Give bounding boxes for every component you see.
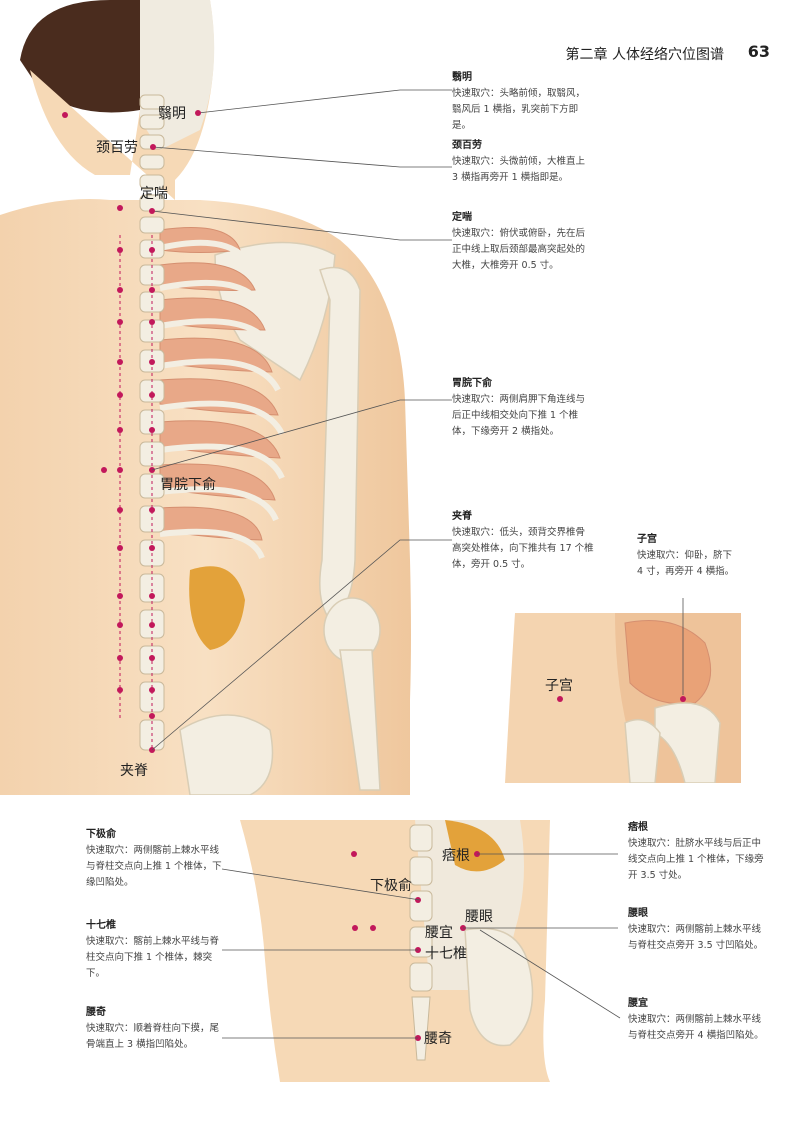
page-header: 第二章 人体经络穴位图谱 63 <box>520 40 770 66</box>
note-title: 十七椎 <box>86 920 116 931</box>
note-shiqizhui: 十七椎 快速取穴：髂前上棘水平线与脊柱交点向下推 1 个椎体，棘突下。 <box>86 918 226 982</box>
label-yaoqi: 腰奇 <box>424 1031 452 1047</box>
label-zigong: 子宫 <box>545 678 573 694</box>
note-text: 快速取穴：两侧肩胛下角连线与后正中线相交处向下推 1 个椎体，下缘旁开 2 横指… <box>452 394 586 437</box>
label-jiaji: 夹脊 <box>120 763 148 779</box>
page-number: 63 <box>747 42 770 61</box>
note-jingbailao: 颈百劳 快速取穴：头微前倾，大椎直上 3 横指再旁开 1 横指即是。 <box>452 138 592 186</box>
zigong-figure <box>505 613 741 783</box>
note-text: 快速取穴：两侧髂前上棘水平线与脊柱交点向上推 1 个椎体，下缘凹陷处。 <box>86 845 222 888</box>
note-xiajishu: 下极俞 快速取穴：两侧髂前上棘水平线与脊柱交点向上推 1 个椎体，下缘凹陷处。 <box>86 827 226 891</box>
note-text: 快速取穴：低头，颈背交界椎骨高突处椎体，向下推共有 17 个椎体，旁开 0.5 … <box>452 527 594 570</box>
note-text: 快速取穴：髂前上棘水平线与脊柱交点向下推 1 个椎体，棘突下。 <box>86 936 220 979</box>
note-text: 快速取穴：顺着脊柱向下摸，尾骨端直上 3 横指凹陷处。 <box>86 1023 220 1050</box>
note-yaoyi: 腰宜 快速取穴：两侧髂前上棘水平线与脊柱交点旁开 4 横指凹陷处。 <box>628 996 768 1044</box>
note-text: 快速取穴：两侧髂前上棘水平线与脊柱交点旁开 3.5 寸凹陷处。 <box>628 924 764 951</box>
note-text: 快速取穴：头略前倾，取翳风，翳风后 1 横指，乳突前下方即是。 <box>452 88 586 131</box>
chapter-title: 第二章 人体经络穴位图谱 <box>565 47 724 63</box>
note-title: 翳明 <box>452 72 472 83</box>
lower-back-illustration <box>240 820 550 1082</box>
note-title: 下极俞 <box>86 829 116 840</box>
label-pigen: 痞根 <box>442 848 470 864</box>
note-title: 痞根 <box>628 822 648 833</box>
note-title: 子宫 <box>637 534 657 545</box>
label-yaoyi: 腰宜 <box>425 925 453 941</box>
zigong-point <box>557 696 563 702</box>
note-yiming: 翳明 快速取穴：头略前倾，取翳风，翳风后 1 横指，乳突前下方即是。 <box>452 70 592 134</box>
lower-back-figure <box>240 820 550 1082</box>
note-text: 快速取穴：头微前倾，大椎直上 3 横指再旁开 1 横指即是。 <box>452 156 586 183</box>
note-title: 腰奇 <box>86 1007 106 1018</box>
note-jiaji: 夹脊 快速取穴：低头，颈背交界椎骨高突处椎体，向下推共有 17 个椎体，旁开 0… <box>452 509 594 573</box>
note-title: 夹脊 <box>452 511 472 522</box>
note-title: 颈百劳 <box>452 140 482 151</box>
note-title: 定喘 <box>452 212 472 223</box>
label-shiqizhui: 十七椎 <box>425 946 467 962</box>
note-text: 快速取穴：肚脐水平线与后正中线交点向上推 1 个椎体，下缘旁开 3.5 寸处。 <box>628 838 764 881</box>
note-title: 腰眼 <box>628 908 648 919</box>
back-illustration <box>0 0 411 795</box>
back-figure <box>0 0 420 795</box>
note-text: 快速取穴：俯伏或俯卧，先在后正中线上取后颈部最高突起处的大椎，大椎旁开 0.5 … <box>452 228 586 271</box>
label-yiming: 翳明 <box>158 106 186 122</box>
note-title: 腰宜 <box>628 998 648 1009</box>
note-yaoqi: 腰奇 快速取穴：顺着脊柱向下摸，尾骨端直上 3 横指凹陷处。 <box>86 1005 226 1053</box>
label-yaoyan: 腰眼 <box>465 909 493 925</box>
zigong-illustration <box>505 613 741 783</box>
note-yaoyan: 腰眼 快速取穴：两侧髂前上棘水平线与脊柱交点旁开 3.5 寸凹陷处。 <box>628 906 768 954</box>
label-weiwanxiashu: 胃脘下俞 <box>160 477 216 493</box>
label-xiajishu: 下极俞 <box>370 878 412 894</box>
note-zigong: 子宫 快速取穴：仰卧，脐下 4 寸，再旁开 4 横指。 <box>637 532 737 580</box>
note-text: 快速取穴：两侧髂前上棘水平线与脊柱交点旁开 4 横指凹陷处。 <box>628 1014 764 1041</box>
note-weiwanxiashu: 胃脘下俞 快速取穴：两侧肩胛下角连线与后正中线相交处向下推 1 个椎体，下缘旁开… <box>452 376 592 440</box>
note-pigen: 痞根 快速取穴：肚脐水平线与后正中线交点向上推 1 个椎体，下缘旁开 3.5 寸… <box>628 820 768 884</box>
note-dingchuan: 定喘 快速取穴：俯伏或俯卧，先在后正中线上取后颈部最高突起处的大椎，大椎旁开 0… <box>452 210 592 274</box>
label-dingchuan: 定喘 <box>140 186 168 202</box>
note-title: 胃脘下俞 <box>452 378 492 389</box>
note-text: 快速取穴：仰卧，脐下 4 寸，再旁开 4 横指。 <box>637 550 735 577</box>
label-jingbailao: 颈百劳 <box>96 140 138 156</box>
